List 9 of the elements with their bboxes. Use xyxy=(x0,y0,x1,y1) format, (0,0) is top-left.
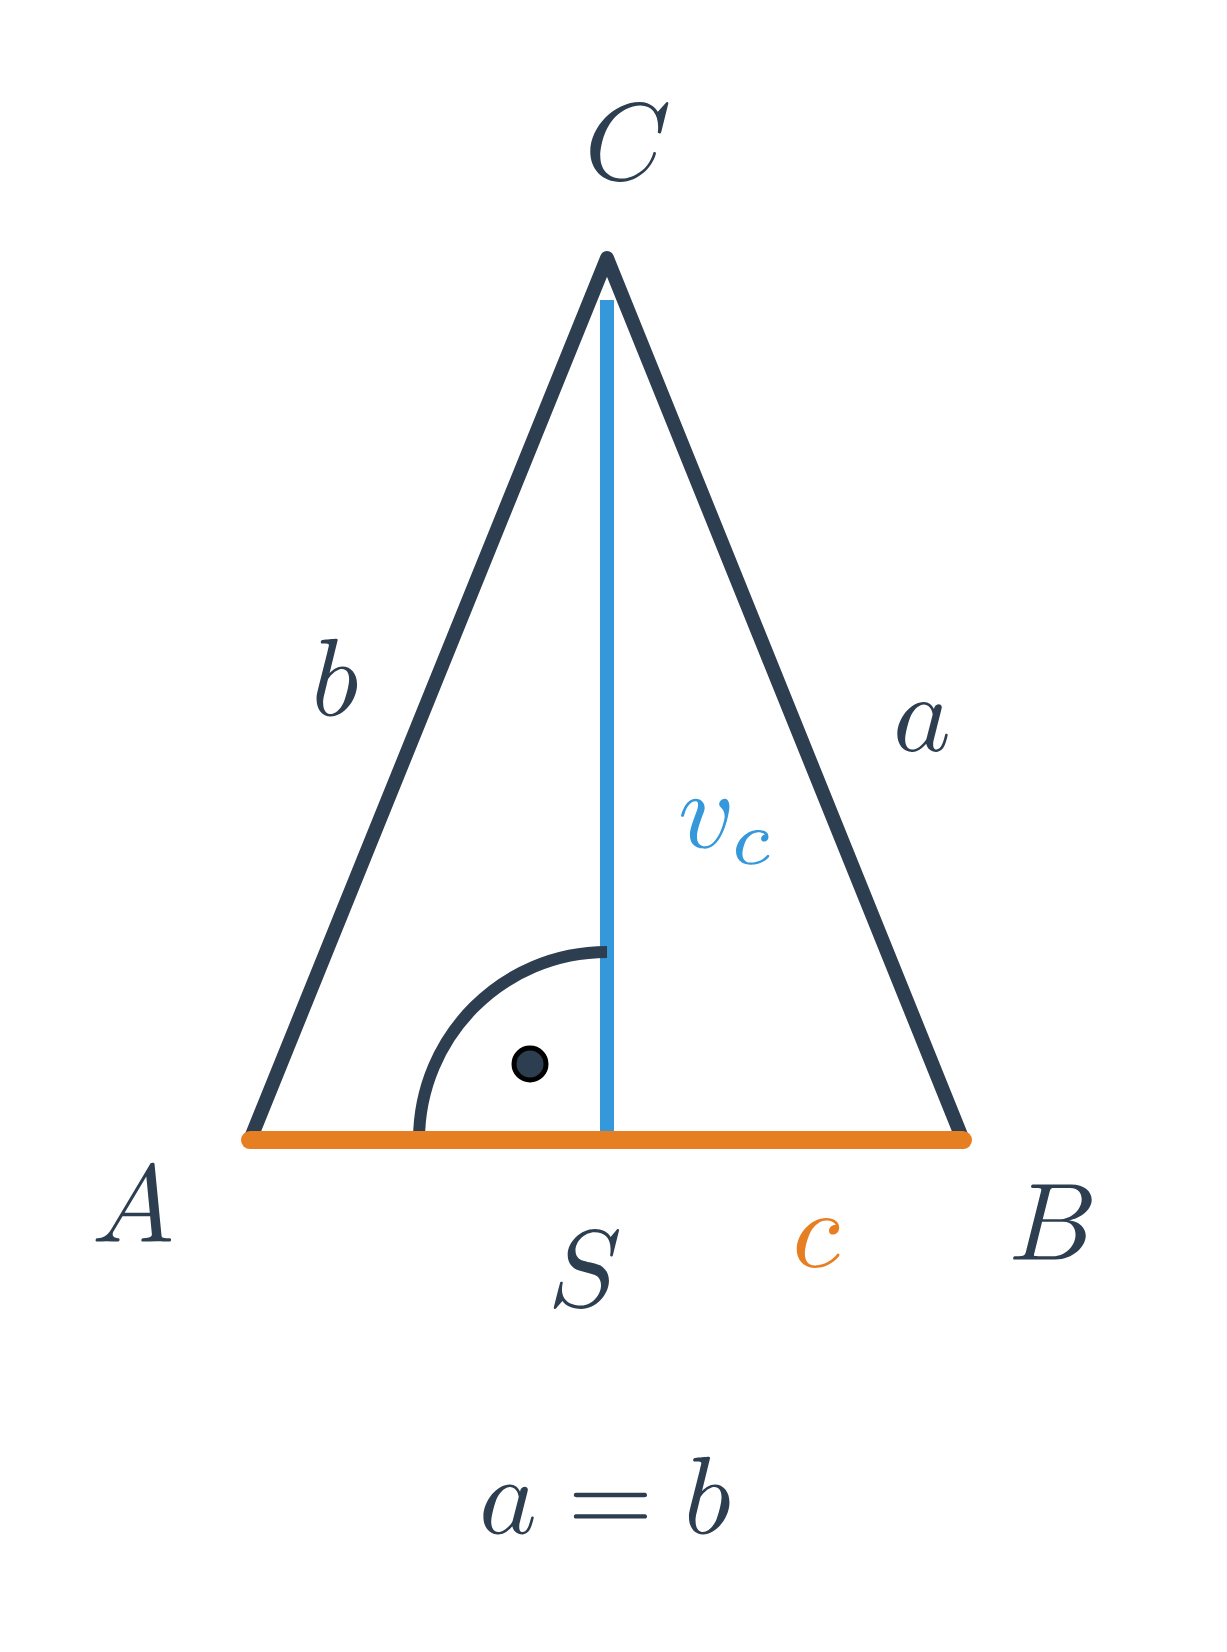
math-label: $A$ xyxy=(95,1162,172,1242)
math-label: $a = b$ xyxy=(483,1456,730,1535)
math-label: $b$ xyxy=(316,638,358,717)
math-label: $S$ xyxy=(553,1229,620,1309)
math-label: $c$ xyxy=(796,1218,840,1268)
math-label: $B$ xyxy=(1013,1184,1092,1260)
math-label: $C$ xyxy=(590,102,669,182)
math-label: $v_c$ xyxy=(681,798,770,865)
math-label: $a$ xyxy=(897,702,948,752)
